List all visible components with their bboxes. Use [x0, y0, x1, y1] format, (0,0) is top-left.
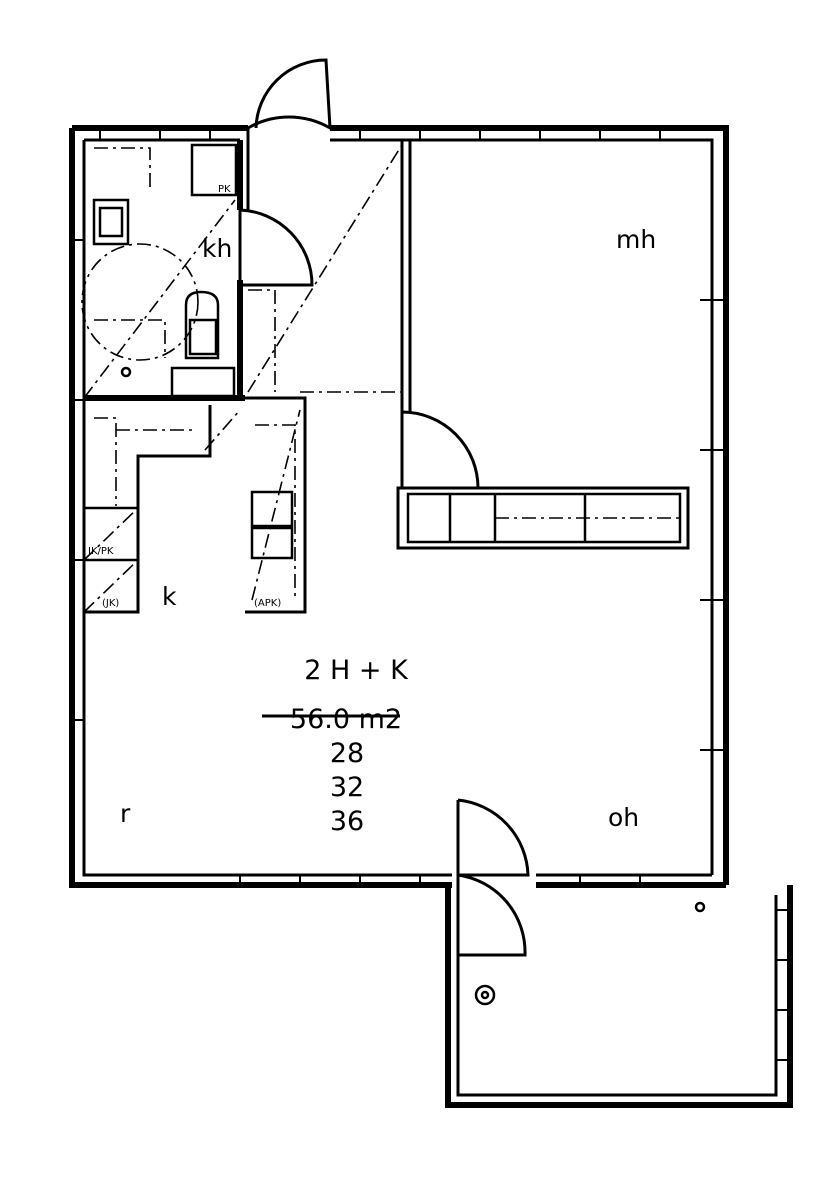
unit-number: 28 [330, 738, 364, 769]
room-label-living: oh [608, 803, 639, 832]
unit-number: 32 [330, 772, 364, 803]
bedroom-door [400, 410, 480, 490]
apartment-type: 2 H + K [304, 655, 409, 686]
drain-icon [474, 984, 496, 1006]
apartment-info: 2 H + K 56.0 m2 28 32 36 [262, 655, 409, 837]
hall-markings [247, 139, 406, 393]
room-label-bedroom: mh [616, 225, 656, 254]
room-label-kitchen: k [162, 582, 177, 611]
sink-icon [92, 198, 130, 246]
room-label-bathroom: kh [202, 234, 232, 263]
balcony-door-swing [456, 873, 527, 957]
kitchen-fixtures: JK/PK (JK) (APK) [83, 405, 301, 614]
balcony-door [456, 798, 530, 877]
turning-circle [81, 243, 199, 361]
outlet-icon [694, 901, 706, 913]
area-struck: 56.0 m2 [290, 704, 402, 735]
balcony [445, 885, 793, 1108]
unit-number: 36 [330, 806, 364, 837]
bathroom-door [238, 208, 314, 287]
outer-walls [69, 125, 729, 888]
cabinet-icon [190, 143, 238, 197]
kitchen-island-label: (APK) [254, 598, 281, 609]
kitchen-cabinet-label: JK/PK [87, 546, 114, 557]
stove-icon [250, 490, 294, 528]
room-label-closet: r [120, 799, 131, 828]
doors [238, 58, 530, 957]
kitchen-cabinet-label-2: (JK) [102, 598, 119, 609]
wardrobe [406, 492, 682, 544]
toilet-icon [184, 290, 220, 360]
entry-door [246, 58, 332, 210]
room-labels: kh mh k r oh [120, 225, 656, 832]
bathroom-fixtures: PK [81, 143, 238, 399]
bath-cabinet-label: PK [218, 184, 231, 195]
interior-walls [84, 140, 690, 614]
